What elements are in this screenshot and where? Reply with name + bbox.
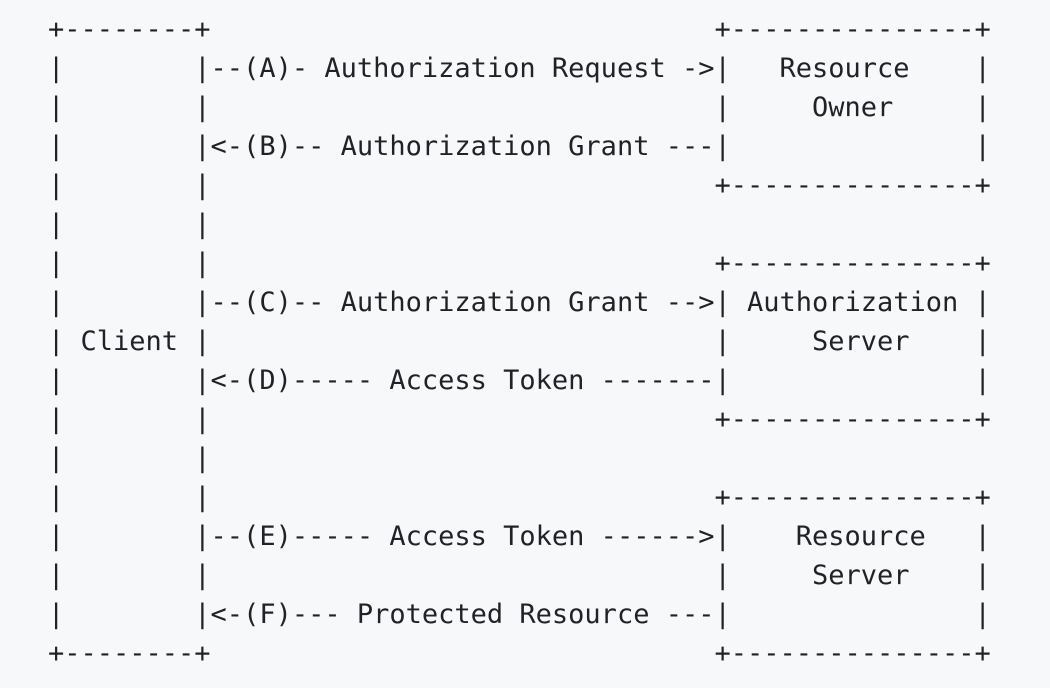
oauth-flow-ascii-diagram: +--------+ +---------------+ | |--(A)- A… [48, 14, 991, 669]
